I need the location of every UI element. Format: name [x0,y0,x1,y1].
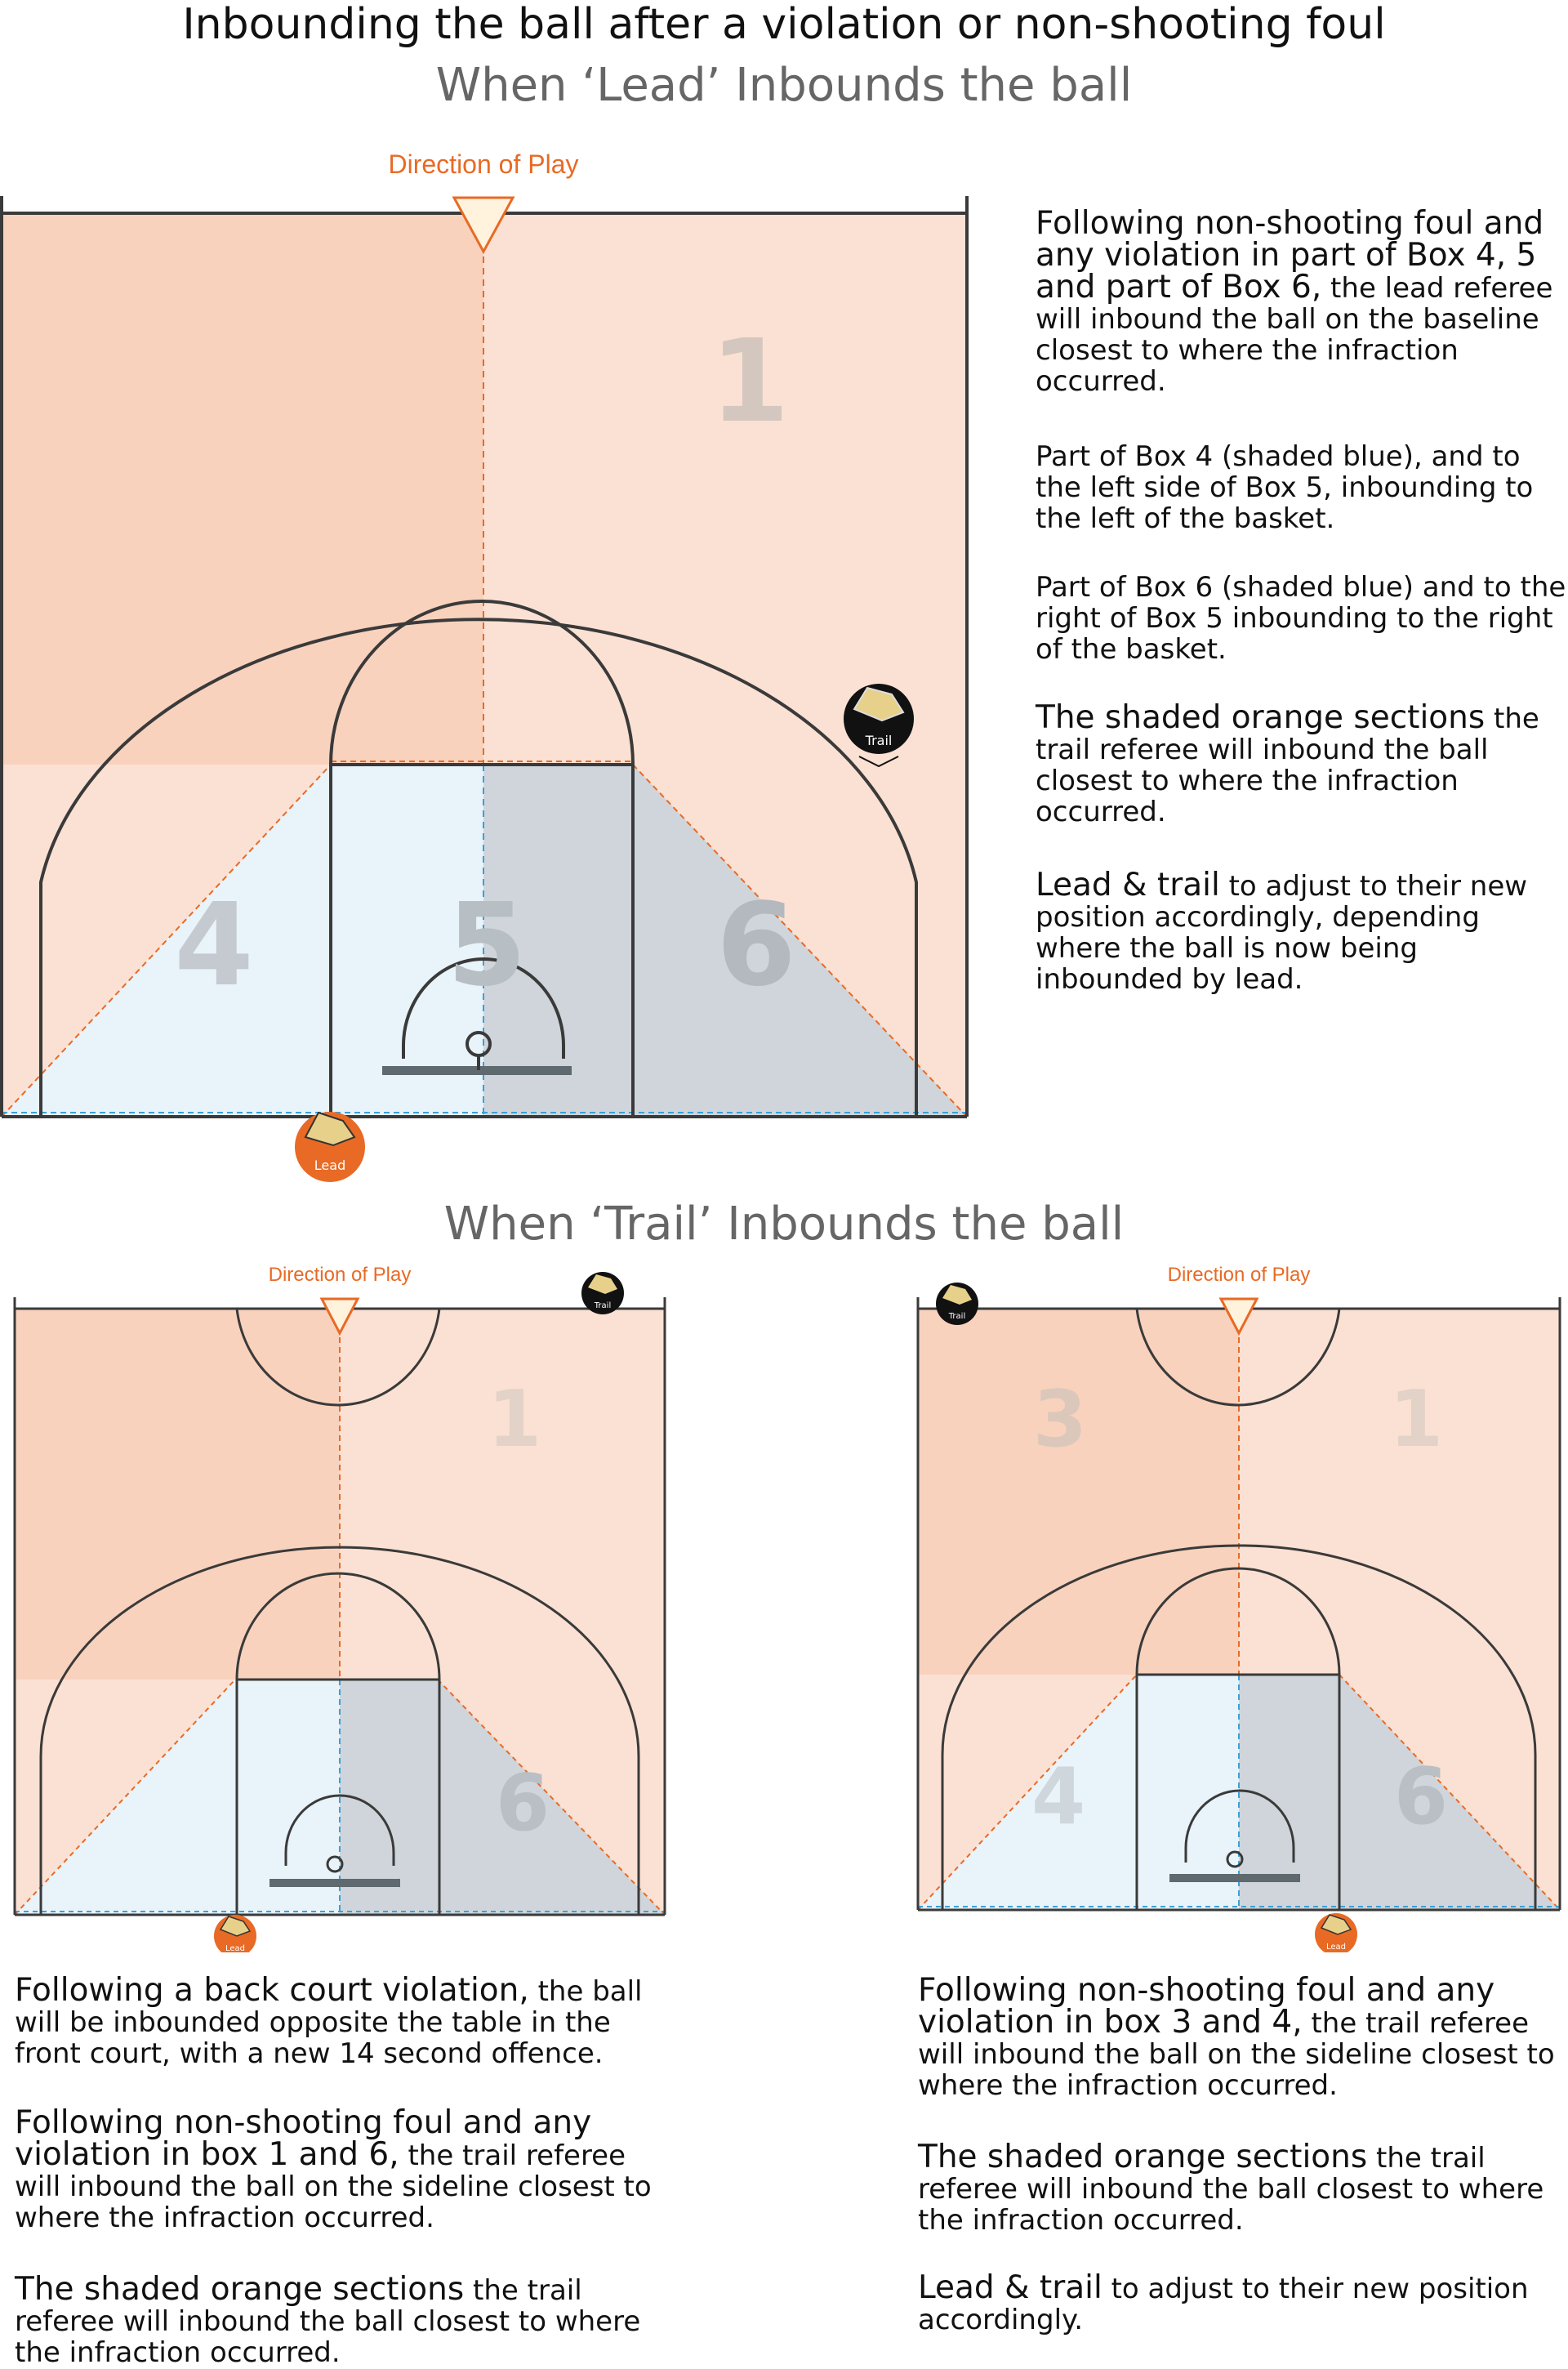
whistle-icon [304,1111,356,1147]
zone-label-6: 6 [716,879,795,1012]
zone-left-dark-shading [2,213,483,765]
whistle-icon [942,1285,972,1305]
svg-text:Lead: Lead [1326,1943,1346,1952]
lead-note-5: Lead & trail to adjust to their new posi… [1036,867,1528,996]
whistle-icon [1320,1914,1352,1935]
zone-label-1: 1 [710,315,789,448]
svg-text:Lead: Lead [314,1158,345,1173]
trail-left-court-diagram: 1 6 Direction of Play Trail Lead [13,1264,666,1952]
svg-text:Trail: Trail [948,1312,965,1321]
trail-right-note-3: Lead & trail to adjust to their new posi… [918,2269,1529,2336]
trail-right-note-2: The shaded orange sections the trail ref… [918,2139,1544,2237]
lead-note-2: Part of Box 4 (shaded blue), and to the … [1036,440,1534,535]
direction-of-play-label: Direction of Play [1168,1264,1311,1286]
lead-note-3: Part of Box 6 (shaded blue) and to the r… [1036,571,1566,666]
zone-label-5: 5 [447,879,526,1012]
lead-note-4: The shaded orange sections the trail ref… [1036,699,1539,828]
trail-section-title: When ‘Trail’ Inbounds the ball [443,1198,1125,1251]
trail-referee-badge: Trail [844,684,914,768]
direction-of-play-label: Direction of Play [389,149,579,179]
zone-label-4: 4 [174,879,253,1012]
zone-6-grey [483,765,967,1117]
trail-referee-badge: Trail [936,1283,978,1325]
zone-label-6: 6 [1394,1752,1448,1842]
zone-4-blue [2,765,483,1117]
svg-text:Lead: Lead [225,1944,245,1952]
zone-label-4: 4 [1031,1752,1085,1842]
lead-section-title: When ‘Lead’ Inbounds the ball [435,59,1133,112]
svg-text:Trail: Trail [594,1301,611,1310]
lead-referee-badge: Lead [1315,1913,1357,1952]
trail-left-note-2: Following non-shooting foul and any viol… [15,2104,652,2234]
trail-left-note-3: The shaded orange sections the trail ref… [15,2271,641,2369]
zone-label-3: 3 [1033,1375,1087,1465]
direction-arrow-icon [319,1297,360,1336]
lead-referee-badge: Lead [295,1111,365,1182]
whistle-icon [853,686,905,722]
svg-text:Trail: Trail [865,733,893,748]
main-title: Inbounding the ball after a violation or… [182,0,1386,49]
zone-label-6: 6 [496,1759,550,1849]
trail-referee-badge: Trail [581,1272,624,1314]
direction-of-play-label: Direction of Play [269,1264,412,1286]
zone-label-1: 1 [1389,1375,1443,1465]
direction-arrow-icon [1218,1297,1259,1336]
trail-right-note-1: Following non-shooting foul and any viol… [918,1972,1555,2102]
zone-label-1: 1 [488,1375,541,1465]
trail-left-note-1: Following a back court violation, the ba… [15,1972,643,2070]
trail-right-court-diagram: 3 1 4 6 Direction of Play Trail Lead [916,1264,1561,1952]
lead-court-diagram: 1 4 5 6 Direction of Play Trail Lead [0,149,969,1182]
lead-note-1: Following non-shooting foul and any viol… [1036,205,1553,398]
direction-arrow-icon [452,196,515,255]
lead-referee-badge: Lead [214,1915,256,1952]
whistle-icon [219,1916,252,1937]
whistle-icon [588,1274,617,1294]
